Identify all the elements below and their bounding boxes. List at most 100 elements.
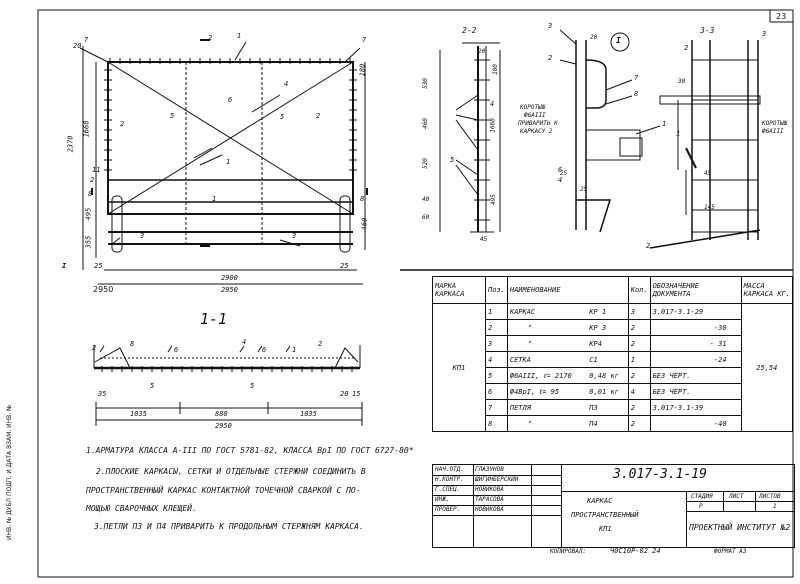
pos-label: 5 <box>150 382 155 390</box>
dim-label: 40 <box>422 196 430 203</box>
cell-qty: 2 <box>627 399 651 416</box>
pos-label: 2 <box>548 54 553 62</box>
sheets-value: 1 <box>773 503 777 510</box>
table-row: КП1 1 КАРКАС КР 1 3 3.017-3.1-29 25,54 <box>432 303 794 432</box>
title-block: НАЧ.ОТД. ГЛАЗУНОВ Н.КОНТР. ШИГИНБЕРСКИЙ … <box>432 464 795 548</box>
staff-name: НОВИКОВА <box>475 486 504 493</box>
stage-value: Р <box>699 503 703 510</box>
loop-left <box>111 195 123 253</box>
cell-pos: 8 <box>485 415 508 432</box>
header-pos: Поз. <box>485 276 508 304</box>
cell-doc: -40 <box>649 415 742 432</box>
cell-qty: 1 <box>627 351 651 368</box>
detail-block <box>619 137 643 157</box>
pos-label: 2 <box>646 242 651 250</box>
cell-name: Ф4ВрI, ℓ= 95 <box>506 383 588 400</box>
staff-name: НОВИКОВА <box>475 506 504 513</box>
dim-label: 145 <box>704 204 715 211</box>
dim-label: 25 <box>560 170 568 177</box>
cell-qty: 4 <box>627 383 651 400</box>
dim-label: 495 <box>489 194 497 205</box>
cell-pos: 2 <box>485 319 508 336</box>
organization: ПРОЕКТНЫЙ ИНСТИТУТ №2 <box>689 523 791 532</box>
dim-label: 20 <box>590 34 598 41</box>
cell-doc: 3.017-3.1-29 <box>649 303 742 320</box>
dim-label: 1660 <box>489 118 497 133</box>
section-mark: 2 <box>208 34 213 42</box>
page-number: 23 <box>776 12 787 21</box>
staff-table: НАЧ.ОТД. ГЛАЗУНОВ Н.КОНТР. ШИГИНБЕРСКИЙ … <box>433 465 562 547</box>
pos-label: 2 <box>684 44 689 52</box>
section-title: 3-3 <box>700 26 715 35</box>
note-text: Ф6АIII <box>524 112 546 119</box>
dim-label: 180 <box>491 64 499 75</box>
cell-qty: 2 <box>627 319 651 336</box>
archive-stamp: ИНВ. № ДУБЛ ПОДП. И ДАТА ВЗАМ. ИНВ. № <box>6 404 13 540</box>
note-2-line-1: 2.ПЛОСКИЕ КАРКАСЫ, СЕТКИ И ОТДЕЛЬНЫЕ СТЕ… <box>96 467 366 476</box>
pos-label: 5 <box>450 156 455 164</box>
staff-role: Г.СПЕЦ. <box>435 486 461 493</box>
doc-number: 3.017-3.1-19 <box>613 467 707 482</box>
staff-role: НАЧ.ОТД. <box>435 466 464 473</box>
dim-label: 2950 <box>93 285 113 294</box>
staff-role: ПРОВЕР. <box>435 506 461 513</box>
pos-label: 4 <box>490 100 495 108</box>
pos-label: 3 <box>548 22 553 30</box>
note-text: ПРИВАРИТЬ К <box>518 120 558 127</box>
pos-label: 6 <box>174 346 179 354</box>
cell-code: КР4 <box>587 335 629 352</box>
pos-label: 8 <box>634 90 639 98</box>
dim-180: 180 <box>358 63 367 77</box>
pos-label: 3 <box>140 232 145 240</box>
section-3-3-view <box>649 40 761 249</box>
cell-code: 0,48 кг <box>587 367 629 384</box>
copied-label: КОПИРОВАЛ: <box>550 548 587 555</box>
dim-25: 25 <box>340 262 349 270</box>
cell-qty: 2 <box>627 335 651 352</box>
pos-label: 2 <box>92 344 97 352</box>
staff-name: ШИГИНБЕРСКИЙ <box>475 476 519 483</box>
cell-code: С1 <box>587 351 629 368</box>
note-1: 1.АРМАТУРА КЛАССА А-III ПО ГОСТ 5781-82,… <box>86 446 414 455</box>
note-3: 3.ПЕТЛИ П3 И П4 ПРИВАРИТЬ К ПРОДОЛЬНЫМ С… <box>94 522 364 531</box>
section-title: 1-1 <box>200 310 228 328</box>
pos-label: 2 <box>90 176 95 184</box>
pos-label: 8 <box>88 190 93 198</box>
dim-label: 20 <box>340 390 349 398</box>
pos-label: 4 <box>242 338 247 346</box>
pos-label: 1 <box>662 120 667 128</box>
detail-I-view <box>559 29 661 233</box>
staff-name: ГЛАЗУНОВ <box>475 466 504 473</box>
staff-name: ТАРАСОВА <box>475 496 504 503</box>
cell-name: КАРКАС <box>506 303 588 320</box>
cell-mark: КП1 <box>432 303 486 432</box>
pos-label: 5 <box>280 113 285 121</box>
pos-label: 7 <box>362 36 367 44</box>
pos-label: 4 <box>284 80 289 88</box>
pos-label: 2 <box>318 340 323 348</box>
section-2-2-view <box>439 42 501 233</box>
dim-2950: 2950 <box>221 286 238 294</box>
cell-pos: 3 <box>485 335 508 352</box>
dim-label: 35 <box>98 390 107 398</box>
note-text: КАРКАСУ 2 <box>520 128 553 135</box>
dim-label: 2950 <box>215 422 232 430</box>
cell-code: 0,01 кг <box>587 383 629 400</box>
note-text: Ф6АIII <box>762 128 784 135</box>
dim-label: 880 <box>215 410 228 418</box>
dim-label: 45 <box>704 170 712 177</box>
pos-label: 1 <box>676 130 681 138</box>
pos-label: 5 <box>250 382 255 390</box>
dim-25: 25 <box>94 262 103 270</box>
sheet-label: ЛИСТ <box>729 493 744 500</box>
cell-doc: -24 <box>649 351 742 368</box>
pos-label: 1 <box>212 195 217 203</box>
cell-doc: -30 <box>649 319 742 336</box>
